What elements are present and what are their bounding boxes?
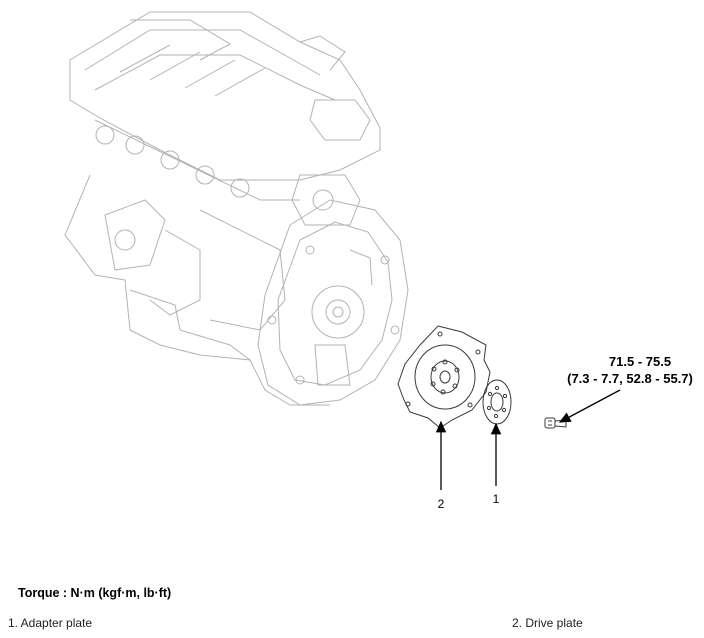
torque-unit-heading: Torque : N·m (kgf·m, lb·ft): [18, 586, 172, 600]
legend-item-adapter-plate: 1. Adapter plate: [8, 616, 93, 630]
torque-leader-arrow: [558, 389, 621, 423]
engine-block-illustration: [64, 11, 409, 406]
legend-item-drive-plate: 2. Drive plate: [512, 616, 583, 630]
callout-2-label: 2: [438, 497, 445, 511]
adapter-plate-part: [482, 379, 512, 425]
engine-assembly-diagram: 71.5 - 75.5 (7.3 - 7.7, 52.8 - 55.7) 2 1: [64, 11, 693, 511]
torque-value-line1: 71.5 - 75.5: [609, 354, 671, 369]
callout-1-label: 1: [493, 492, 500, 506]
drive-plate-part: [397, 325, 491, 429]
torque-value-line2: (7.3 - 7.7, 52.8 - 55.7): [567, 371, 693, 386]
drive-plate-bolt: [544, 417, 567, 429]
